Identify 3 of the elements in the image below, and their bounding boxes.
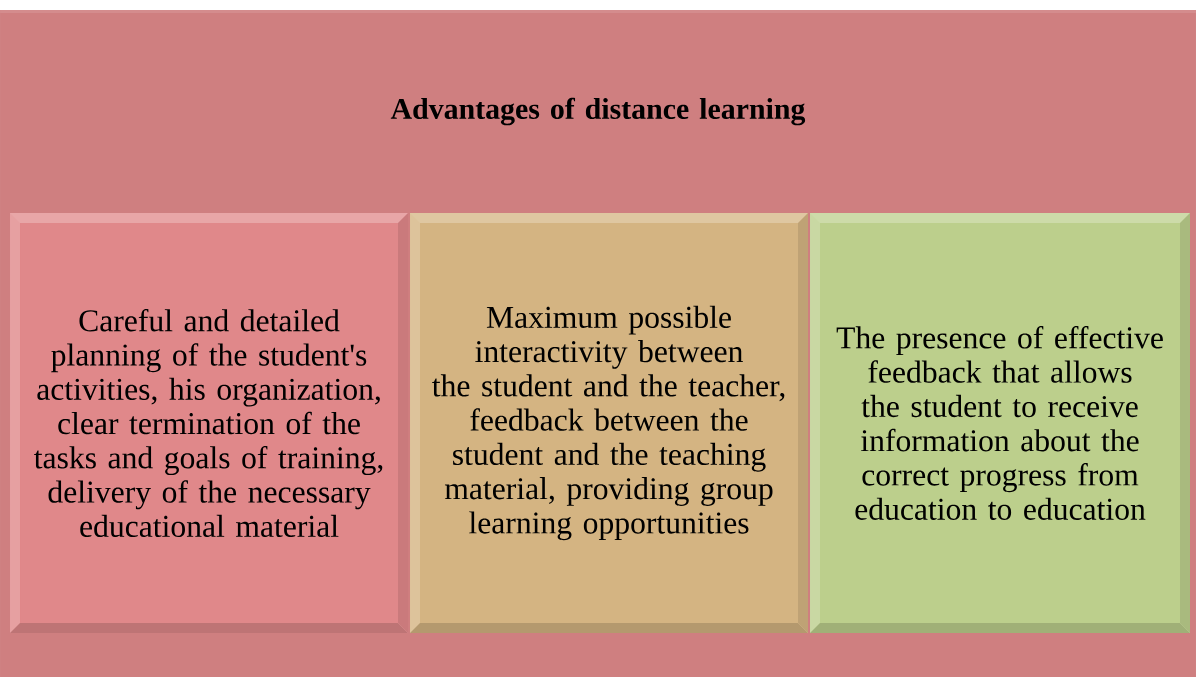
text-box: Maximum possible interactivity between the student and the teacher, feedback between the student and the teaching material, providing group learning opportunities bbox=[410, 213, 808, 633]
text-box: Careful and detailed planning of the student's activities, his organization, clear termination of the tasks and goals of training, delivery of the necessary educational material bbox=[10, 213, 408, 633]
text-box: The presence of effective feedback that allows the student to receive information about the correct progress from education to education bbox=[810, 213, 1190, 633]
